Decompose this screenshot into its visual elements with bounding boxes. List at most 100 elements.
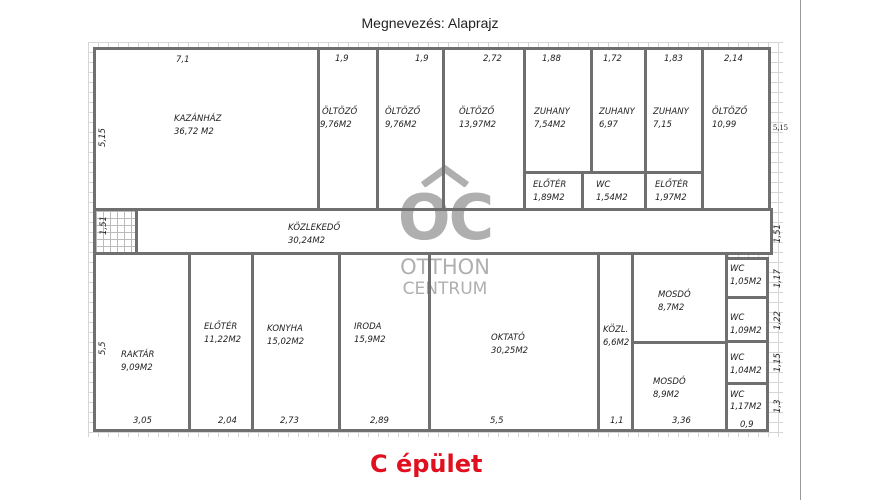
- room-area: 15,9M2: [354, 335, 386, 345]
- dimension-label: 1,22: [773, 311, 783, 330]
- room-name: ÖLTÖZŐ: [459, 107, 495, 117]
- room-area: 13,97M2: [459, 120, 497, 130]
- dimension-label: 1,17: [773, 269, 783, 288]
- room-name: MOSDÓ: [653, 377, 686, 387]
- room-area: 15,02M2: [267, 337, 305, 347]
- otthon-centrum-watermark: OC OTTHON CENTRUM: [385, 165, 505, 299]
- room-name: ÖLTÖZŐ: [712, 107, 748, 117]
- dimension-label: 5,15: [773, 122, 788, 132]
- dimension-label: 1,88: [542, 54, 561, 64]
- room-wc-3: WC 1,04M2: [725, 340, 769, 385]
- room-eloter-2: ELŐTÉR 1,97M2: [644, 171, 704, 211]
- room-kazanhaz: KAZÁNHÁZ 36,72 M2: [93, 47, 320, 211]
- room-zuhany-3: ZUHANY 7,15: [644, 47, 704, 174]
- dimension-label: 7,1: [176, 55, 190, 65]
- watermark-logo: OC: [397, 181, 494, 254]
- room-wc-top: WC 1,54M2: [581, 171, 647, 211]
- dimension-label: 3,05: [133, 416, 152, 426]
- room-area: 1,17M2: [730, 402, 762, 412]
- room-area: 1,09M2: [730, 326, 762, 336]
- dimension-label: 2,04: [218, 416, 237, 426]
- room-name: MOSDÓ: [658, 290, 691, 300]
- room-name: WC: [596, 180, 611, 190]
- room-oltozo-1: ÖLTÖZŐ 9,76M2: [317, 47, 379, 211]
- dimension-label: 1,9: [415, 54, 429, 64]
- room-area: 36,72 M2: [174, 127, 214, 137]
- room-name: KAZÁNHÁZ: [174, 114, 222, 124]
- room-area: 9,09M2: [121, 363, 153, 373]
- room-name: KÖZLEKEDŐ: [288, 223, 341, 233]
- watermark-line1: OTTHON: [400, 255, 490, 279]
- room-name: WC: [730, 390, 745, 400]
- room-name: WC: [730, 313, 745, 323]
- room-wc-2: WC 1,09M2: [725, 296, 769, 343]
- room-area: 8,7M2: [658, 303, 685, 313]
- room-area: 9,76M2: [385, 120, 417, 130]
- floor-plan: KAZÁNHÁZ 36,72 M2 ÖLTÖZŐ 9,76M2 ÖLTÖZŐ 9,76…: [88, 42, 783, 437]
- room-mosdo-1: MOSDÓ 8,7M2: [631, 252, 728, 344]
- room-name: OKTATÓ: [491, 333, 525, 343]
- room-name: ÖLTÖZŐ: [385, 107, 421, 117]
- room-name: ELŐTÉR: [533, 180, 567, 190]
- room-eloter-3: ELŐTÉR 11,22M2: [188, 252, 254, 432]
- dimension-label: 1,51: [99, 216, 109, 235]
- room-area: 1,89M2: [533, 193, 565, 203]
- room-name: KÖZL.: [603, 325, 629, 335]
- dimension-label: 1,72: [603, 54, 622, 64]
- room-area: 7,15: [653, 120, 672, 130]
- dimension-label: 1,15: [773, 353, 783, 372]
- room-area: 6,97: [599, 120, 618, 130]
- room-name: ZUHANY: [599, 107, 635, 117]
- room-name: WC: [730, 264, 745, 274]
- room-konyha: KONYHA 15,02M2: [251, 252, 341, 432]
- room-wc-4: WC 1,17M2: [725, 382, 769, 432]
- room-area: 10,99: [712, 120, 737, 130]
- room-wc-1: WC 1,05M2: [725, 257, 769, 299]
- room-name: ELŐTÉR: [204, 322, 238, 332]
- room-area: 6,6M2: [603, 338, 630, 348]
- room-area: 30,25M2: [491, 346, 529, 356]
- room-oltozo-4: ÖLTÖZŐ 10,99: [701, 47, 771, 211]
- room-name: KONYHA: [267, 324, 303, 334]
- room-area: 1,05M2: [730, 277, 762, 287]
- room-name: RAKTÁR: [121, 350, 155, 360]
- dimension-label: 0,9: [740, 420, 754, 430]
- room-name: ELŐTÉR: [655, 180, 689, 190]
- dimension-label: 5,5: [490, 416, 504, 426]
- watermark-line2: CENTRUM: [402, 279, 488, 299]
- dimension-label: 1,9: [335, 54, 349, 64]
- dimension-label: 2,72: [483, 54, 502, 64]
- dimension-label: 1,3: [773, 399, 783, 413]
- room-area: 30,24M2: [288, 236, 326, 246]
- room-name: ÖLTÖZŐ: [322, 107, 358, 117]
- room-name: ZUHANY: [653, 107, 689, 117]
- page-edge-line: [800, 0, 801, 500]
- room-area: 1,04M2: [730, 366, 762, 376]
- room-eloter-1: ELŐTÉR 1,89M2: [523, 171, 584, 211]
- dimension-label: 2,14: [724, 54, 743, 64]
- room-zuhany-2: ZUHANY 6,97: [590, 47, 647, 174]
- room-kozl: KÖZL. 6,6M2: [597, 252, 634, 432]
- dimension-label: 3,36: [672, 416, 691, 426]
- room-area: 1,54M2: [596, 193, 628, 203]
- room-name: WC: [730, 353, 745, 363]
- room-area: 7,54M2: [534, 120, 566, 130]
- dimension-label: 2,73: [280, 416, 299, 426]
- room-area: 11,22M2: [204, 335, 242, 345]
- dimension-label: 1,51: [773, 224, 783, 243]
- room-area: 8,9M2: [653, 390, 680, 400]
- dimension-label: 1,1: [610, 416, 624, 426]
- room-name: IRODA: [354, 322, 382, 332]
- room-area: 9,76M2: [320, 120, 352, 130]
- dimension-label: 2,89: [370, 416, 389, 426]
- room-zuhany-1: ZUHANY 7,54M2: [523, 47, 593, 174]
- room-area: 1,97M2: [655, 193, 687, 203]
- room-name: ZUHANY: [534, 107, 570, 117]
- roof-icon: [420, 165, 470, 187]
- room-oktato: OKTATÓ 30,25M2: [428, 252, 600, 432]
- dimension-label: 5,5: [98, 341, 108, 355]
- page-title: Megnevezés: Alaprajz: [361, 15, 499, 31]
- dimension-label: 1,83: [664, 54, 683, 64]
- building-label: C épület: [370, 450, 483, 478]
- stair-box: [93, 208, 138, 255]
